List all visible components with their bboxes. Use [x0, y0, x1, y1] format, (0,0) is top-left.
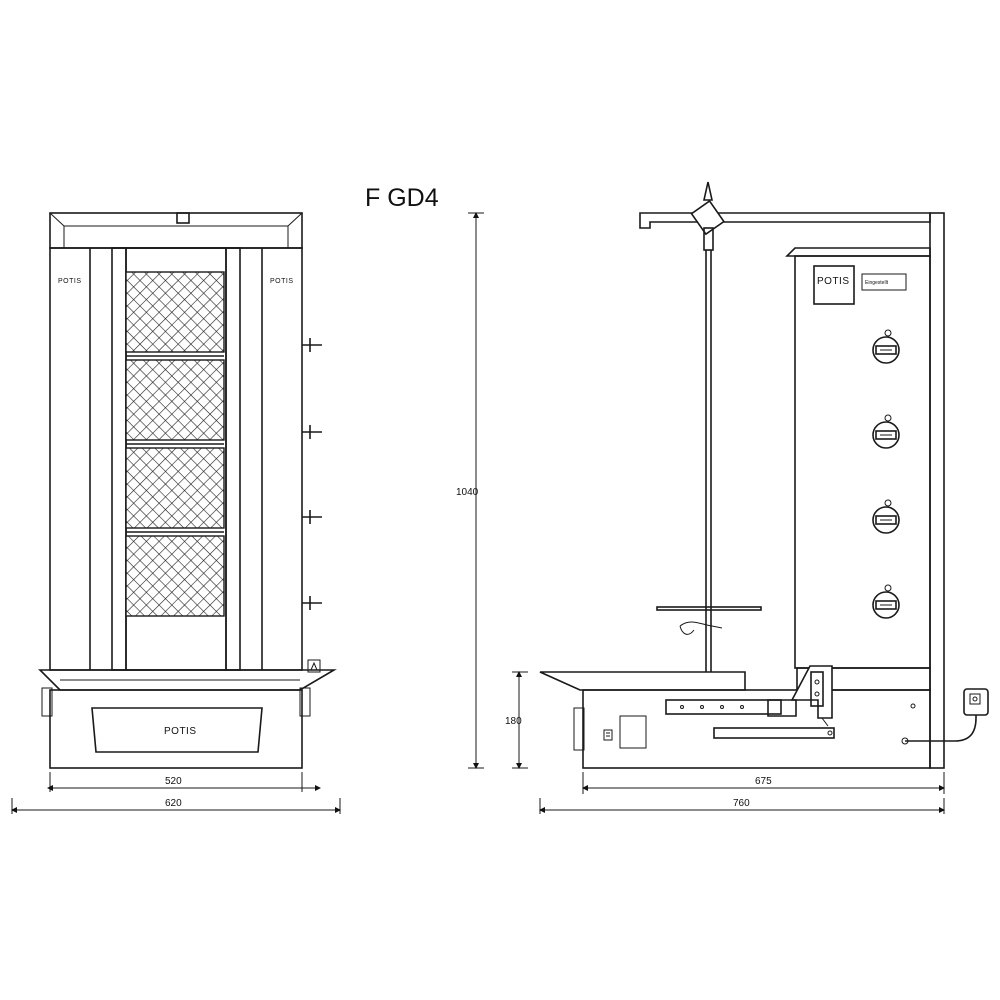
- drawing-title: F GD4: [365, 184, 439, 212]
- skewer-plate: [656, 606, 762, 611]
- dim-depth-outer: 760: [733, 798, 750, 809]
- front-column-right: [225, 247, 241, 671]
- dim-inner-width: 520: [165, 776, 182, 787]
- front-view: POTIS POTIS POTIS: [11, 212, 341, 814]
- front-drawer: [91, 707, 263, 753]
- rail-lower: [713, 727, 835, 739]
- side-drip-tray: [539, 671, 746, 691]
- front-knobs: [302, 338, 322, 610]
- side-control-panel: [794, 255, 931, 669]
- dim-height-group: 1040: [456, 212, 484, 769]
- dim-base-height: 180: [505, 716, 522, 727]
- side-back-panel: [929, 212, 945, 769]
- side-base: [582, 689, 931, 769]
- front-column-left: [111, 247, 127, 671]
- panel-logo-plate: [813, 265, 855, 305]
- gas-valve-knobs: [872, 329, 900, 619]
- dim-height: 1040: [456, 487, 479, 498]
- front-top-cap: [49, 212, 303, 249]
- side-view: POTIS Eingestellt: [505, 181, 989, 814]
- front-base: [49, 689, 303, 769]
- side-top-arm: [639, 212, 931, 229]
- carriage-bracket: [790, 665, 833, 719]
- front-drawer-label: POTIS: [164, 726, 197, 737]
- gas-regulator: [963, 688, 989, 716]
- burner-panels: [125, 271, 225, 617]
- front-brand-left: POTIS: [58, 278, 82, 285]
- dim-outer-width: 620: [165, 798, 182, 809]
- dim-depth-inner: 675: [755, 776, 772, 787]
- panel-badge-box: [861, 273, 907, 291]
- gas-connection-plate: [619, 715, 647, 749]
- rail-upper: [665, 699, 782, 715]
- panel-brand: POTIS: [817, 276, 850, 287]
- gas-hose: [905, 714, 977, 742]
- panel-badge: Eingestellt: [865, 280, 889, 286]
- front-brand-right: POTIS: [270, 278, 294, 285]
